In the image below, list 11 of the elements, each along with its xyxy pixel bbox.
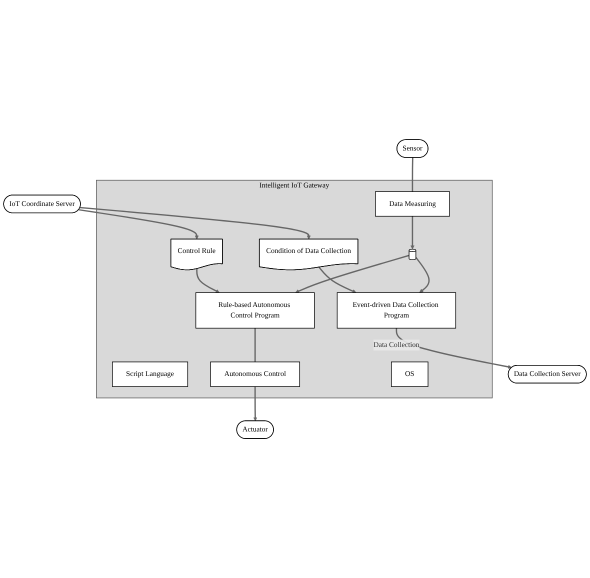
arrow (78, 208, 199, 240)
connector (412, 158, 414, 192)
connector (254, 328, 256, 362)
arrow (318, 266, 356, 293)
arrow (410, 216, 414, 250)
arrow (253, 386, 258, 422)
arrow (295, 254, 410, 293)
node-cylinder (408, 248, 416, 260)
arrow (415, 256, 430, 293)
arrow (80, 206, 311, 240)
arrow (196, 268, 220, 293)
